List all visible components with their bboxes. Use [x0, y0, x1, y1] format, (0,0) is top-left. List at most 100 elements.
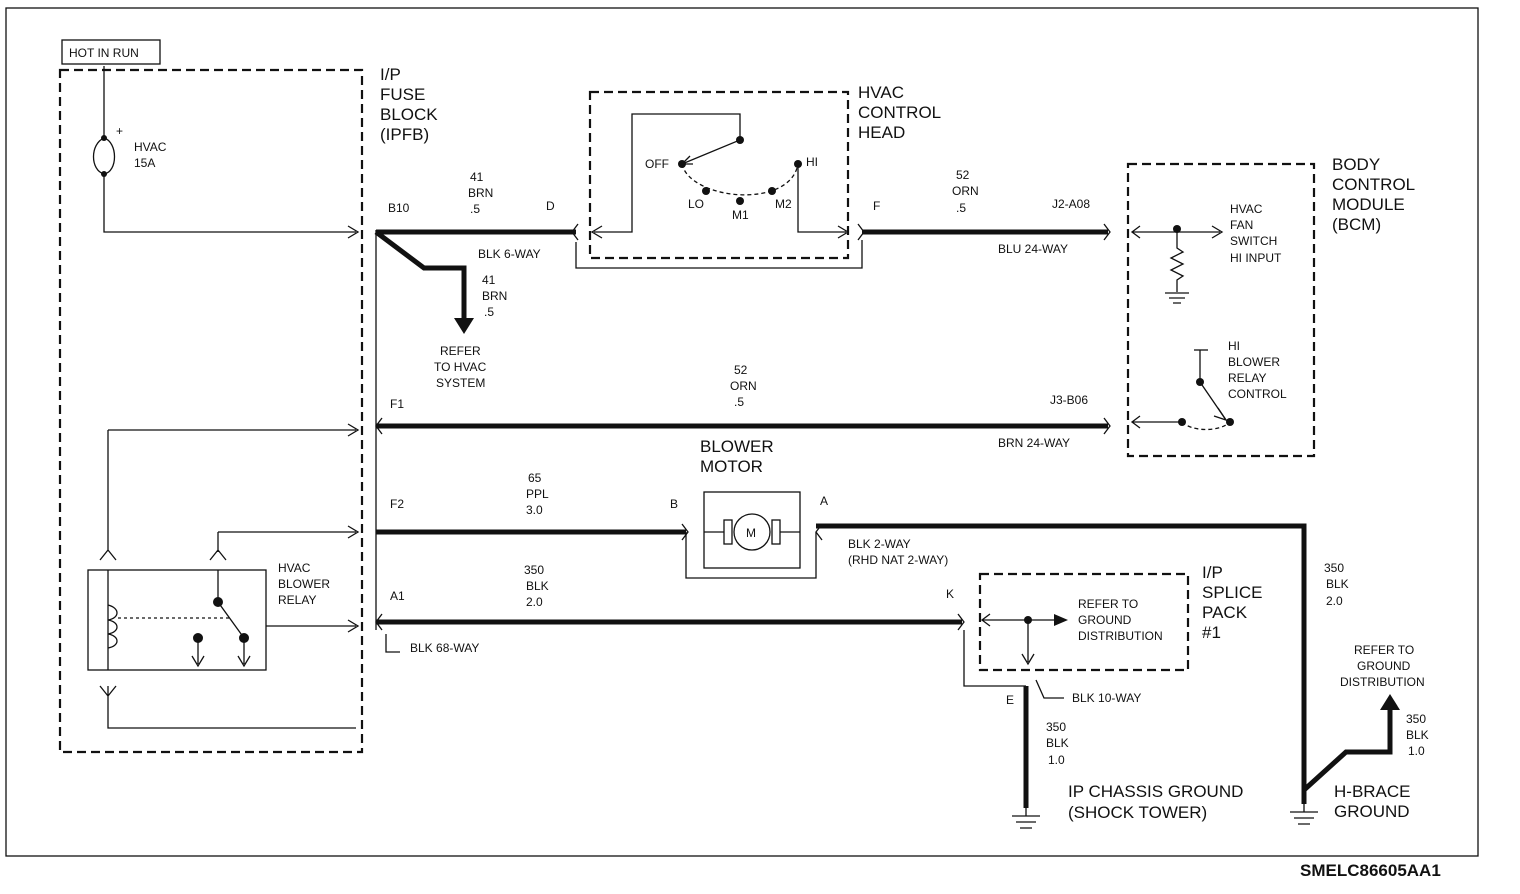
svg-text:HI: HI [1228, 339, 1240, 353]
figure-id: SMELC86605AA1 [1300, 861, 1441, 880]
fuse-name: HVAC [134, 140, 167, 154]
hvac-control-head-box [588, 90, 850, 260]
refer-hvac-label: REFER TO HVAC SYSTEM [434, 344, 487, 390]
svg-text:HI: HI [806, 155, 818, 169]
svg-text:(BCM): (BCM) [1332, 215, 1381, 234]
wire-a-hbrace [816, 523, 1307, 804]
splice-pack-label: I/P SPLICE PACK #1 [1202, 563, 1262, 642]
svg-text:F2: F2 [390, 497, 404, 511]
svg-text:K: K [946, 587, 954, 601]
svg-text:(IPFB): (IPFB) [380, 125, 429, 144]
wire-label-350-blk-a: 350 BLK 2.0 [1324, 561, 1349, 608]
svg-text:BODY: BODY [1332, 155, 1380, 174]
svg-text:CONTROL: CONTROL [858, 103, 941, 122]
wire-label-52-orn-a: 52 ORN .5 [952, 168, 979, 215]
ip-chassis-ground-symbol: IP CHASSIS GROUND (SHOCK TOWER) [1012, 782, 1243, 829]
svg-text:M2: M2 [775, 197, 792, 211]
wire-label-41-brn-a: 41 BRN .5 [468, 170, 493, 216]
refer-ground-label: REFER TO GROUND DISTRIBUTION [1340, 643, 1425, 689]
svg-text:2.0: 2.0 [1326, 594, 1343, 608]
wire-label-350-blk-d: 350 BLK 1.0 [1406, 712, 1429, 758]
svg-text:BLOWER: BLOWER [1228, 355, 1280, 369]
svg-text:.5: .5 [956, 201, 966, 215]
relay-l3: RELAY [278, 593, 316, 607]
refer-hvac-arrow [454, 318, 474, 334]
svg-text:41: 41 [482, 273, 496, 287]
connector-blk-6-way: BLK 6-WAY [478, 247, 541, 261]
svg-text:ORN: ORN [730, 379, 757, 393]
pin-labels: B10 D F J2-A08 F1 J3-B06 F2 B A A1 K E [388, 197, 1090, 707]
svg-text:HEAD: HEAD [858, 123, 905, 142]
svg-text:HVAC: HVAC [1230, 202, 1263, 216]
wire-label-52-orn-b: 52 ORN .5 [730, 363, 757, 409]
svg-text:SWITCH: SWITCH [1230, 234, 1277, 248]
svg-text:2.0: 2.0 [526, 595, 543, 609]
splice-pack-internal: REFER TO GROUND DISTRIBUTION [980, 597, 1163, 666]
svg-text:SYSTEM: SYSTEM [436, 376, 485, 390]
svg-text:OFF: OFF [645, 157, 669, 171]
svg-text:HI INPUT: HI INPUT [1230, 251, 1282, 265]
connector-blk-10-way: BLK 10-WAY [1072, 691, 1141, 705]
connector-rhd-nat-2-way: (RHD NAT 2-WAY) [848, 553, 948, 567]
relay-l2: BLOWER [278, 577, 330, 591]
svg-text:GROUND: GROUND [1078, 613, 1132, 627]
bcm-blower-relay-control: HI BLOWER RELAY CONTROL [1130, 339, 1287, 431]
motor-symbol: M [746, 526, 756, 540]
splice-pack-box [978, 572, 1190, 672]
svg-text:TO HVAC: TO HVAC [434, 360, 487, 374]
hvac-blower-relay: HVAC BLOWER RELAY [87, 423, 360, 729]
svg-text:E: E [1006, 693, 1014, 707]
svg-text:F1: F1 [390, 397, 404, 411]
svg-text:B: B [670, 497, 678, 511]
diagram-frame [5, 7, 1479, 857]
hot-in-run-label: HOT IN RUN [69, 46, 139, 60]
fuse-plus: + [116, 124, 123, 138]
svg-text:BLOCK: BLOCK [380, 105, 438, 124]
h-brace-ground-symbol: H-BRACE GROUND [1290, 782, 1411, 825]
svg-text:HVAC: HVAC [858, 83, 904, 102]
svg-text:BLK: BLK [1326, 577, 1349, 591]
svg-text:I/P: I/P [380, 65, 401, 84]
svg-text:(SHOCK TOWER): (SHOCK TOWER) [1068, 803, 1207, 822]
svg-text:CONTROL: CONTROL [1332, 175, 1415, 194]
fuse-rating: 15A [134, 156, 155, 170]
svg-text:CONTROL: CONTROL [1228, 387, 1287, 401]
bcm-box [1126, 162, 1316, 458]
svg-text:MODULE: MODULE [1332, 195, 1405, 214]
svg-text:.5: .5 [470, 202, 480, 216]
hvac-fuse: + HVAC 15A [92, 66, 360, 239]
svg-text:BRN: BRN [468, 186, 493, 200]
svg-text:PPL: PPL [526, 487, 549, 501]
svg-text:65: 65 [528, 471, 542, 485]
svg-text:350: 350 [1046, 720, 1066, 734]
blower-motor: M BLOWER MOTOR [685, 437, 817, 579]
wire-b10-hvac [374, 230, 467, 326]
svg-text:.5: .5 [484, 305, 494, 319]
svg-text:BLK: BLK [526, 579, 549, 593]
blower-label-l2: MOTOR [700, 457, 763, 476]
svg-text:B10: B10 [388, 201, 410, 215]
svg-text:52: 52 [734, 363, 748, 377]
wire-label-41-brn-b: 41 BRN .5 [482, 273, 507, 319]
svg-text:BLK: BLK [1046, 736, 1069, 750]
hvac-control-head-label: HVAC CONTROL HEAD [858, 83, 941, 142]
svg-text:D: D [546, 199, 555, 213]
svg-text:RELAY: RELAY [1228, 371, 1266, 385]
ipfb-box [58, 68, 364, 754]
hvac-selector-switch: OFF HI LO M1 M2 [590, 113, 850, 239]
svg-text:FUSE: FUSE [380, 85, 425, 104]
svg-text:LO: LO [688, 197, 704, 211]
relay-l1: HVAC [278, 561, 311, 575]
svg-text:REFER TO: REFER TO [1078, 597, 1138, 611]
wire-label-65-ppl: 65 PPL 3.0 [526, 471, 549, 517]
svg-text:REFER TO: REFER TO [1354, 643, 1414, 657]
svg-text:I/P: I/P [1202, 563, 1223, 582]
svg-text:PACK: PACK [1202, 603, 1248, 622]
svg-text:DISTRIBUTION: DISTRIBUTION [1078, 629, 1163, 643]
svg-text:A1: A1 [390, 589, 405, 603]
svg-text:ORN: ORN [952, 184, 979, 198]
svg-text:BLK: BLK [1406, 728, 1429, 742]
svg-text:SPLICE: SPLICE [1202, 583, 1262, 602]
wire-label-350-blk-b: 350 BLK 2.0 [524, 563, 549, 609]
